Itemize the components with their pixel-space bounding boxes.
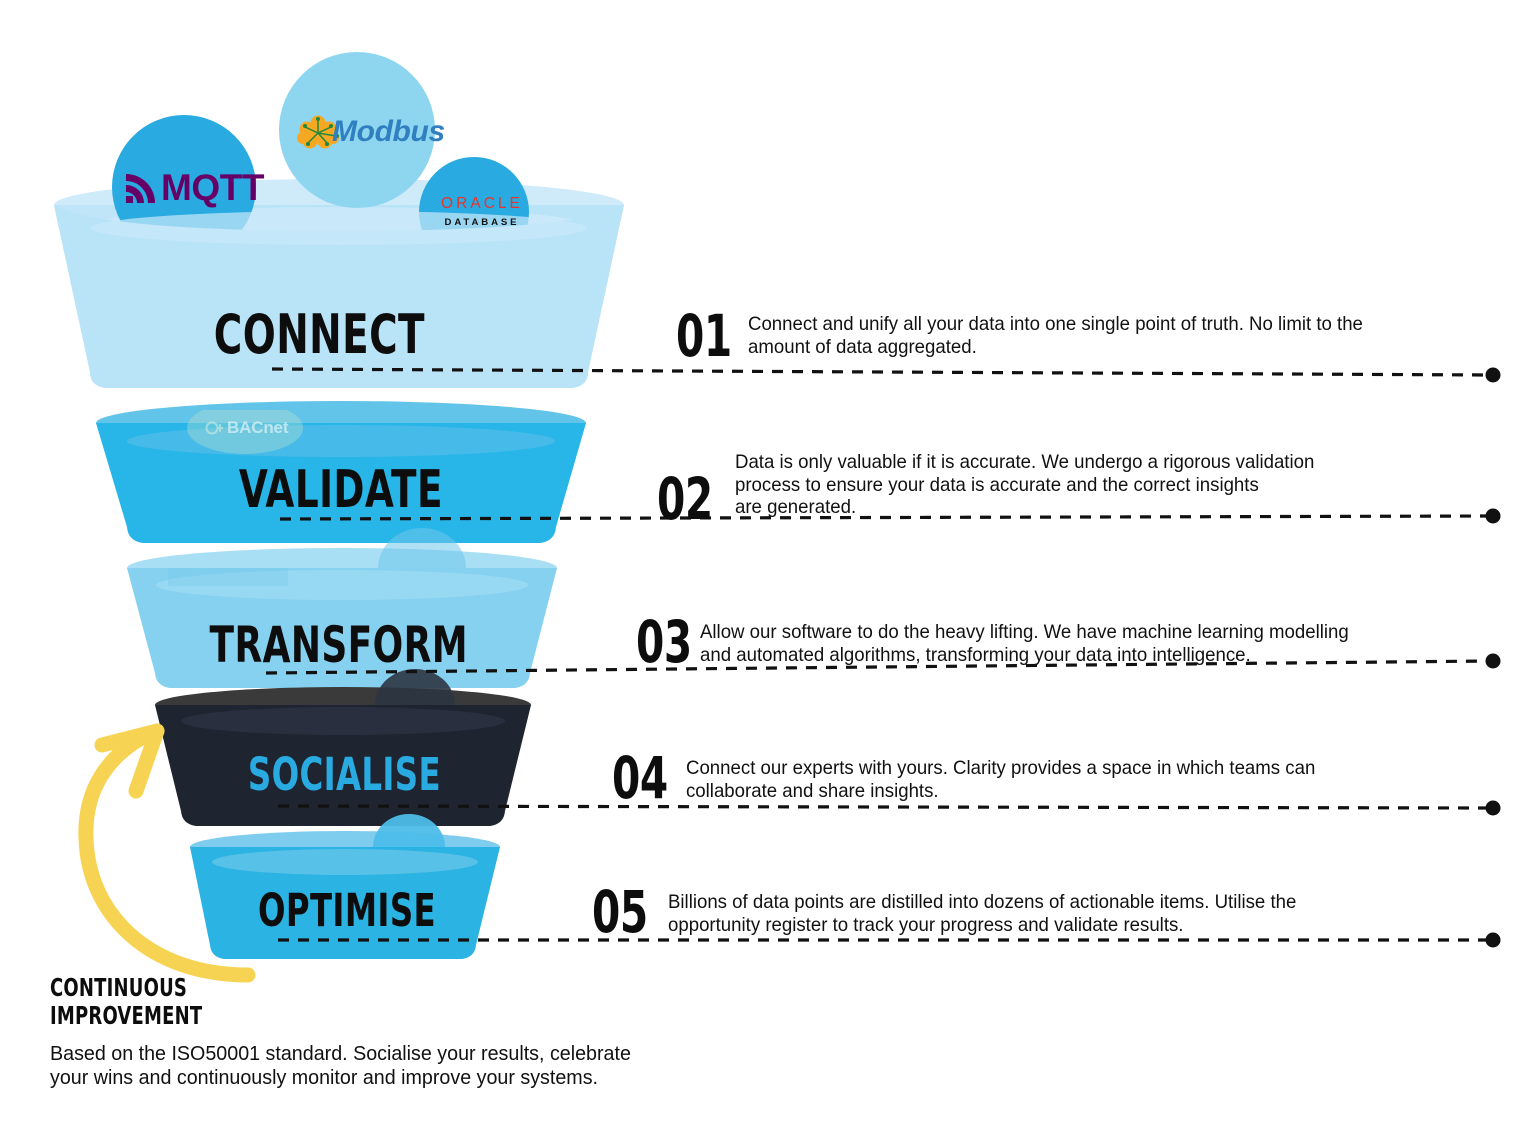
step-description-03: Allow our software to do the heavy lifti…	[700, 621, 1349, 666]
step-number-01: 01	[676, 302, 732, 370]
funnel-stage-transform[interactable]	[127, 528, 557, 688]
continuous-improvement-label: CONTINUOUS IMPROVEMENT	[50, 973, 203, 1030]
modbus-node-icon	[297, 115, 339, 149]
endpoint-dot-02	[1485, 508, 1501, 524]
funnel-label-connect[interactable]: CONNECT	[213, 303, 425, 366]
mqtt-logo-text: MQTT	[161, 167, 265, 208]
step-description-05: Billions of data points are distilled in…	[668, 891, 1297, 936]
oracle-database-text: DATABASE	[444, 216, 520, 228]
bacnet-logo: BACnet	[205, 417, 305, 441]
step-number-03: 03	[636, 608, 692, 676]
oracle-logo-text: ORACLE	[441, 195, 523, 212]
connector-lines	[265, 367, 1491, 942]
modbus-logo[interactable]: Modbus	[296, 112, 445, 152]
endpoint-dot-05	[1485, 932, 1501, 948]
step-number-02: 02	[657, 465, 713, 533]
modbus-logo-text: Modbus	[332, 115, 445, 148]
modbus-bubble[interactable]	[279, 52, 435, 208]
connector-line-02	[279, 514, 1491, 521]
step-number-04: 04	[612, 744, 668, 812]
mqtt-signal-icon	[126, 174, 155, 203]
connector-endpoints	[1485, 367, 1501, 948]
funnel-label-optimise[interactable]: OPTIMISE	[257, 884, 436, 937]
endpoint-dot-04	[1485, 800, 1501, 816]
bacnet-logo-text: BACnet	[227, 418, 289, 437]
continuous-improvement-arrow	[78, 723, 256, 983]
funnel-stage-socialise[interactable]	[155, 669, 531, 826]
funnel-label-transform[interactable]: TRANSFORM	[209, 616, 468, 674]
connector-line-01	[271, 367, 1491, 377]
step-description-02: Data is only valuable if it is accurate.…	[735, 451, 1315, 519]
connect-front-lip	[54, 205, 624, 388]
endpoint-dot-01	[1485, 367, 1501, 383]
funnel-label-validate[interactable]: VALIDATE	[238, 460, 443, 520]
step-description-01: Connect and unify all your data into one…	[748, 313, 1363, 358]
step-number-05: 05	[592, 878, 648, 946]
bacnet-logo-faded	[187, 410, 303, 454]
funnel-stage-validate[interactable]	[96, 401, 586, 543]
oracle-logo[interactable]: ORACLE DATABASE	[438, 196, 526, 236]
funnel-label-socialise[interactable]: SOCIALISE	[247, 748, 441, 801]
footnote-text: Based on the ISO50001 standard. Socialis…	[50, 1042, 631, 1089]
endpoint-dot-03	[1485, 653, 1501, 669]
connector-line-03	[265, 659, 1491, 675]
connector-line-04	[277, 804, 1491, 810]
step-description-04: Connect our experts with yours. Clarity …	[686, 757, 1316, 802]
bacnet-mark-icon	[205, 421, 223, 435]
mqtt-logo[interactable]: MQTT	[123, 165, 264, 211]
funnel-stage-optimise[interactable]	[190, 814, 500, 959]
